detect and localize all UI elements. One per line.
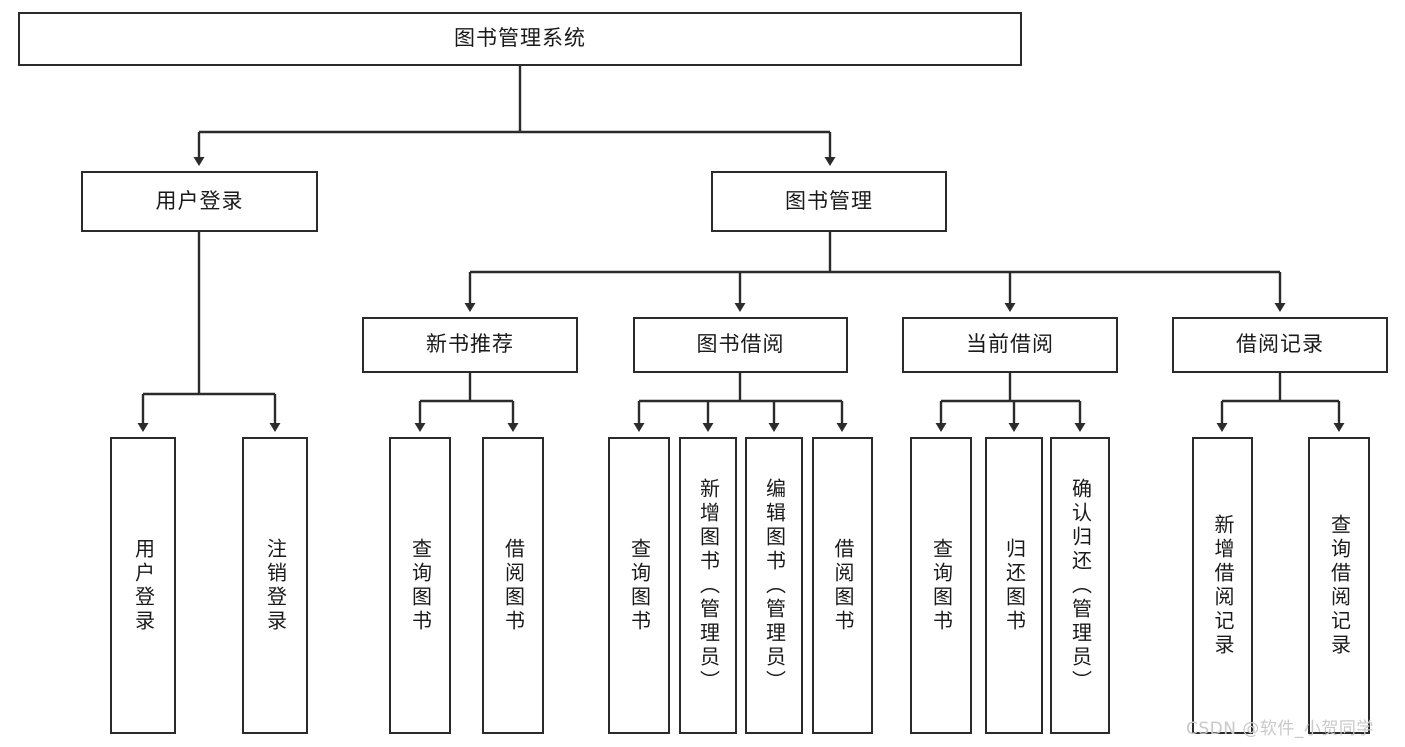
- leaf-add-borrow-record[interactable]: 新增借阅记录: [1192, 437, 1253, 734]
- node-user-login[interactable]: 用户登录: [81, 171, 318, 232]
- node-user-login-label: 用户登录: [155, 188, 244, 213]
- node-new-book-recommend-label: 新书推荐: [426, 332, 514, 357]
- leaf-edit-book-admin[interactable]: 编辑图书（管理员）: [745, 437, 803, 734]
- leaf-borrow-query-book[interactable]: 查询图书: [608, 437, 670, 734]
- leaf-borrow-book-label: 借阅图书: [831, 537, 855, 634]
- node-current-borrow-label: 当前借阅: [966, 332, 1054, 357]
- leaf-return-book-label: 归还图书: [1002, 537, 1027, 634]
- leaf-current-query-book[interactable]: 查询图书: [910, 437, 972, 734]
- leaf-logout-label: 注销登录: [263, 537, 288, 634]
- leaf-confirm-return-admin[interactable]: 确认归还（管理员）: [1050, 437, 1110, 734]
- leaf-add-borrow-record-label: 新增借阅记录: [1211, 513, 1235, 658]
- node-root[interactable]: 图书管理系统: [18, 12, 1022, 66]
- leaf-confirm-return-admin-label: 确认归还（管理员）: [1068, 477, 1093, 694]
- node-borrow-records[interactable]: 借阅记录: [1172, 317, 1388, 373]
- leaf-borrow-query-book-label: 查询图书: [627, 537, 652, 634]
- watermark: CSDN @软件_小贺同学: [1186, 719, 1374, 739]
- leaf-logout[interactable]: 注销登录: [242, 437, 308, 734]
- node-borrow-records-label: 借阅记录: [1236, 332, 1324, 357]
- leaf-borrow-book[interactable]: 借阅图书: [812, 437, 873, 734]
- node-book-borrow-label: 图书借阅: [696, 332, 785, 357]
- leaf-newbook-query-book[interactable]: 查询图书: [389, 437, 451, 734]
- leaf-newbook-query-book-label: 查询图书: [408, 537, 433, 634]
- leaf-newbook-borrow-book-label: 借阅图书: [501, 537, 526, 634]
- leaf-add-book-admin-label: 新增图书（管理员）: [696, 477, 721, 694]
- leaf-user-login[interactable]: 用户登录: [110, 437, 176, 734]
- node-new-book-recommend[interactable]: 新书推荐: [362, 317, 578, 373]
- leaf-return-book[interactable]: 归还图书: [985, 437, 1043, 734]
- leaf-add-book-admin[interactable]: 新增图书（管理员）: [679, 437, 737, 734]
- leaf-query-borrow-record-label: 查询借阅记录: [1327, 513, 1352, 658]
- node-book-management-label: 图书管理: [785, 188, 873, 213]
- leaf-newbook-borrow-book[interactable]: 借阅图书: [482, 437, 544, 734]
- node-current-borrow[interactable]: 当前借阅: [902, 317, 1118, 373]
- node-book-management[interactable]: 图书管理: [711, 171, 947, 232]
- node-root-label: 图书管理系统: [454, 26, 586, 51]
- leaf-edit-book-admin-label: 编辑图书（管理员）: [762, 477, 787, 694]
- leaf-current-query-book-label: 查询图书: [929, 537, 954, 634]
- leaf-query-borrow-record[interactable]: 查询借阅记录: [1308, 437, 1370, 734]
- leaf-user-login-label: 用户登录: [131, 537, 156, 634]
- node-book-borrow[interactable]: 图书借阅: [633, 317, 848, 373]
